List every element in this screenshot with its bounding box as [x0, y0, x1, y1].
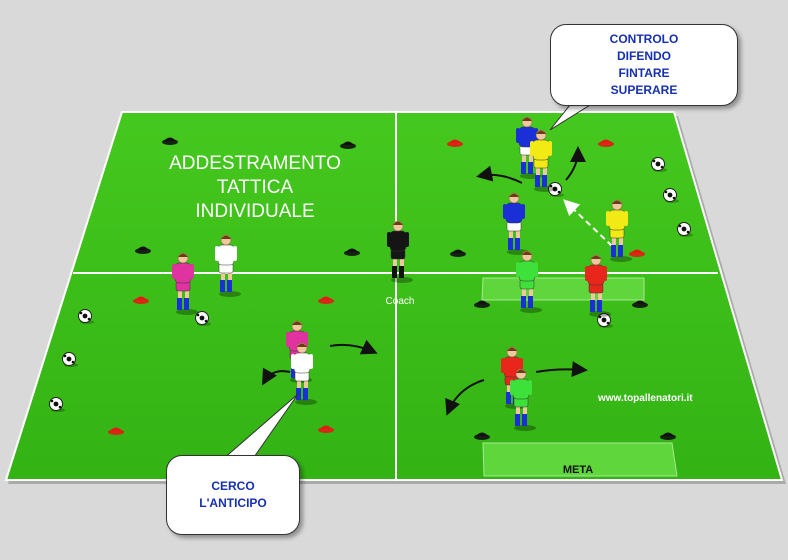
- title-line-1: ADDESTRAMENTO: [169, 153, 341, 174]
- arrow-pass: [563, 199, 613, 247]
- soccer-ball-icon: [195, 311, 211, 326]
- cone-red: [447, 139, 463, 147]
- player-yellow: [606, 199, 632, 262]
- cone-black: [340, 141, 356, 149]
- players: [172, 116, 632, 431]
- player-blue: [503, 192, 529, 255]
- cone-black: [162, 137, 178, 145]
- cone-black: [474, 300, 490, 308]
- cone-red: [108, 427, 124, 435]
- soccer-ball-icon: [651, 157, 667, 172]
- arrow-mid-right: [329, 339, 378, 355]
- player-pink: [172, 252, 198, 315]
- bubble-top-line-3: FINTARE: [618, 66, 670, 80]
- bubble-top-line-4: SUPERARE: [610, 83, 678, 97]
- player-green: [516, 250, 542, 313]
- speech-bubble-bottom: CERCO L'ANTICIPO: [166, 455, 300, 535]
- cone-black: [135, 246, 151, 254]
- cone-black: [474, 432, 490, 440]
- arrow-low-left: [445, 379, 485, 416]
- cones: [108, 137, 676, 440]
- soccer-ball-icon: [62, 352, 78, 367]
- soccer-ball-icon: [78, 309, 94, 324]
- soccer-ball-icon: [677, 222, 693, 237]
- soccer-ball-icon: [49, 397, 65, 412]
- arrow-mid-left: [262, 367, 291, 386]
- title-line-2: TATTICA: [216, 177, 294, 198]
- soccer-ball-icon: [548, 182, 564, 197]
- bubble-bottom-line-1: CERCO: [211, 479, 255, 493]
- cone-red: [318, 425, 334, 433]
- goal-zone-top: [481, 277, 645, 301]
- website-watermark: www.topallenatori.it: [598, 393, 693, 404]
- cone-red: [133, 296, 149, 304]
- player-red: [585, 254, 611, 317]
- coach-figure: [387, 220, 413, 283]
- arrow-run-up: [565, 146, 586, 181]
- player-yellow: [530, 129, 556, 192]
- speech-bubble-top: CONTROLO DIFENDO FINTARE SUPERARE: [550, 24, 738, 106]
- cone-black: [660, 432, 676, 440]
- soccer-ball-icon: [597, 313, 613, 328]
- cone-red: [318, 296, 334, 304]
- goal-zone-meta: [482, 442, 678, 477]
- pitch: [4, 111, 784, 481]
- goal-label: META: [562, 464, 594, 476]
- bubble-bottom-line-2: L'ANTICIPO: [199, 496, 267, 510]
- bubble-top-line-2: DIFENDO: [617, 49, 671, 63]
- player-white: [215, 234, 241, 297]
- player-green: [510, 368, 536, 431]
- cone-black: [632, 300, 648, 308]
- soccer-ball-icon: [663, 188, 679, 203]
- arrow-low-right: [535, 361, 588, 378]
- cone-black: [450, 249, 466, 257]
- player-blue: [516, 116, 542, 179]
- bubble-top-line-1: CONTROLO: [609, 32, 679, 46]
- player-white: [291, 342, 317, 405]
- coach-label: Coach: [385, 296, 415, 307]
- cone-black: [344, 248, 360, 256]
- arrow-run-left: [476, 165, 523, 184]
- balls: [49, 157, 693, 412]
- drill-title: ADDESTRAMENTO TATTICA INDIVIDUALE: [150, 152, 360, 224]
- title-line-3: INDIVIDUALE: [195, 201, 315, 222]
- cone-red: [629, 249, 645, 257]
- cone-red: [598, 139, 614, 147]
